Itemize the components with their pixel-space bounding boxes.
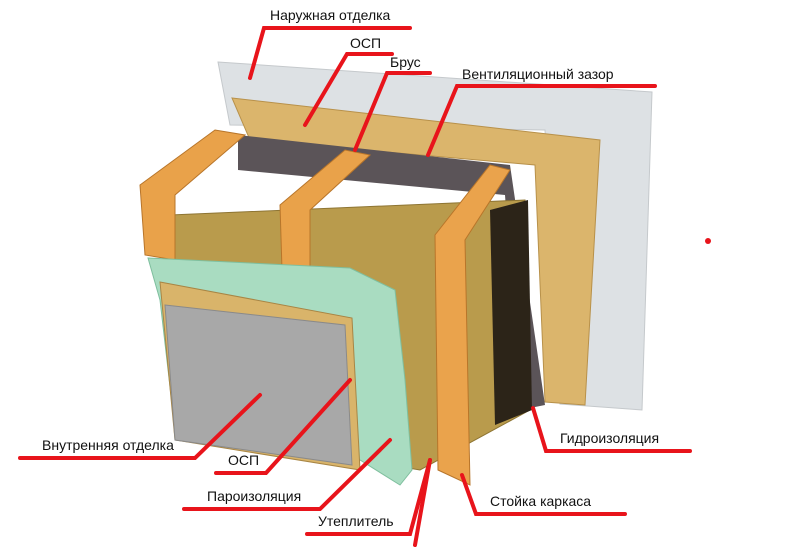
red-dot bbox=[705, 238, 711, 244]
label-insulation: Утеплитель bbox=[318, 513, 394, 529]
leader-outer-finish bbox=[248, 26, 412, 80]
inner-finish-layer bbox=[164, 304, 353, 466]
label-inner-finish: Внутренняя отделка bbox=[42, 437, 174, 453]
leader-frame-post bbox=[460, 473, 627, 516]
leader-insulation bbox=[305, 458, 432, 536]
label-osb-inner: ОСП bbox=[228, 452, 260, 468]
label-waterproofing: Гидроизоляция bbox=[560, 430, 660, 446]
leader-vent-gap bbox=[426, 84, 657, 157]
label-frame-post: Стойка каркаса bbox=[490, 493, 592, 509]
label-outer-finish: Наружная отделка bbox=[270, 7, 391, 23]
leader-osb-inner bbox=[214, 378, 352, 475]
label-beam: Брус bbox=[390, 54, 421, 70]
leader-waterproofing bbox=[531, 406, 692, 453]
label-osb-outer: ОСП bbox=[350, 35, 382, 51]
frame-post bbox=[434, 164, 511, 486]
leader-lines bbox=[18, 26, 692, 547]
leader-vapor-barrier bbox=[182, 438, 392, 511]
leader-inner-finish bbox=[18, 393, 262, 460]
label-vent-gap: Вентиляционный зазор bbox=[462, 66, 614, 82]
beam-1 bbox=[139, 129, 247, 261]
leader-osb-outer bbox=[303, 52, 394, 127]
leader-beam bbox=[353, 71, 432, 152]
insulation-side bbox=[490, 200, 532, 425]
label-vapor-barrier: Пароизоляция bbox=[207, 488, 302, 504]
leader-insulation-2 bbox=[413, 458, 432, 547]
waterproofing-layer bbox=[238, 135, 545, 410]
